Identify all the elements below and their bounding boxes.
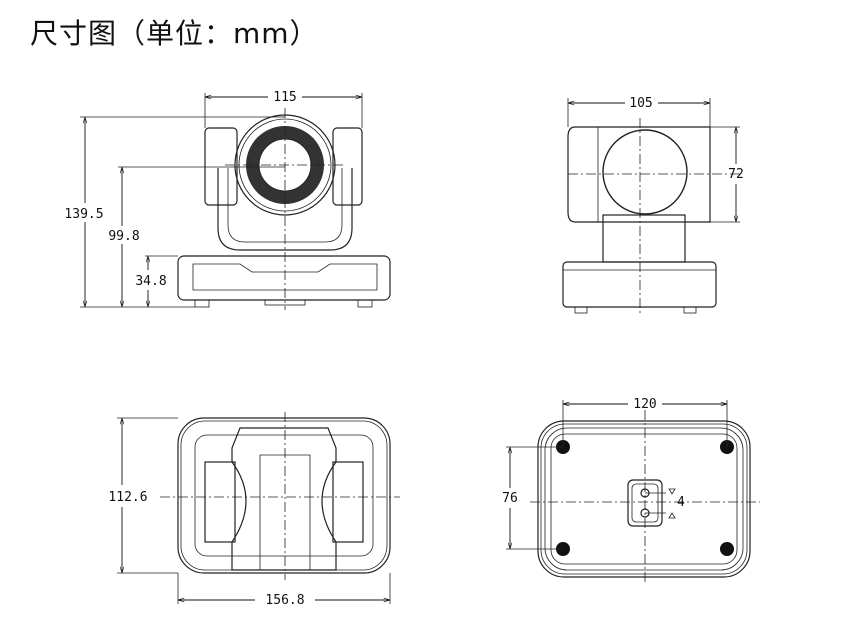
side-view: 105 72 (562, 96, 744, 315)
dim-width-label: 115 (273, 90, 296, 105)
bottom-view: 4 120 76 (502, 397, 760, 585)
foot-icon (720, 542, 734, 556)
dim-feet-y-label: 76 (502, 491, 518, 506)
dim-head-height-label: 72 (728, 167, 744, 182)
top-view: 112.6 156.8 (108, 412, 400, 608)
dim-total-height-label: 139.5 (64, 207, 103, 222)
dim-top-depth-label: 112.6 (108, 490, 147, 505)
dim-lens-height-label: 99.8 (108, 229, 139, 244)
dim-hole-spacing-label: 4 (677, 495, 685, 510)
dim-feet-x-label: 120 (633, 397, 656, 412)
dim-depth-label: 105 (629, 96, 652, 111)
front-view: 115 139.5 99.8 34.8 (64, 90, 391, 310)
dim-top-width-label: 156.8 (265, 593, 304, 608)
page-title: 尺寸图（单位：mm） (30, 17, 319, 50)
dim-base-height-label: 34.8 (135, 274, 166, 289)
